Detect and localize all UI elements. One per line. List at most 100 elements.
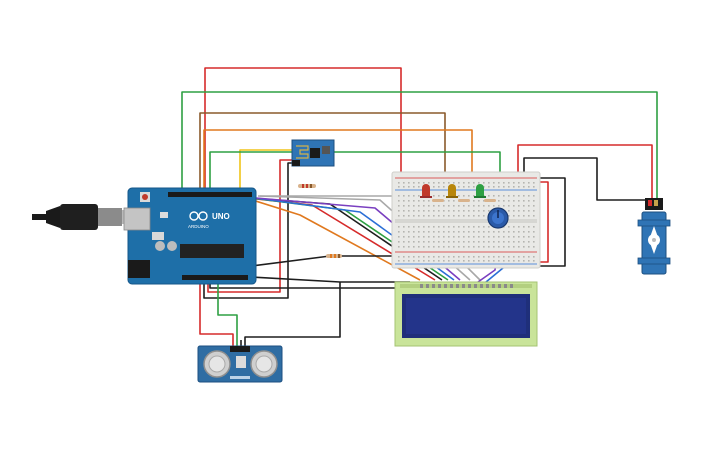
breadboard-hole — [513, 210, 515, 212]
breadboard-hole — [528, 231, 530, 233]
breadboard-hole — [493, 256, 495, 258]
led-resistor-2 — [458, 199, 470, 202]
breadboard-hole — [488, 256, 490, 258]
breadboard-hole — [493, 231, 495, 233]
breadboard-hole — [513, 236, 515, 238]
breadboard-hole — [533, 210, 535, 212]
breadboard-hole — [468, 186, 470, 188]
breadboard-hole — [523, 226, 525, 228]
breadboard-hole — [453, 182, 455, 184]
breadboard-hole — [533, 200, 535, 202]
breadboard-hole — [478, 260, 480, 262]
breadboard-hole — [463, 195, 465, 197]
breadboard-hole — [423, 241, 425, 243]
breadboard-hole — [493, 236, 495, 238]
breadboard-hole — [413, 231, 415, 233]
breadboard-hole — [463, 231, 465, 233]
breadboard-hole — [473, 246, 475, 248]
breadboard-hole — [523, 200, 525, 202]
breadboard-hole — [418, 215, 420, 217]
breadboard-hole — [473, 241, 475, 243]
lcd-pin — [492, 284, 495, 288]
breadboard-hole — [398, 186, 400, 188]
breadboard-hole — [443, 210, 445, 212]
breadboard-hole — [433, 205, 435, 207]
breadboard-hole — [403, 215, 405, 217]
breadboard-hole — [518, 200, 520, 202]
breadboard-hole — [458, 195, 460, 197]
breadboard-hole — [458, 210, 460, 212]
breadboard-hole — [523, 195, 525, 197]
breadboard-hole — [403, 226, 405, 228]
breadboard-hole — [403, 182, 405, 184]
breadboard-hole — [428, 215, 430, 217]
breadboard-hole — [458, 231, 460, 233]
breadboard-hole — [408, 195, 410, 197]
breadboard-hole — [413, 215, 415, 217]
breadboard-hole — [488, 195, 490, 197]
breadboard-hole — [433, 210, 435, 212]
breadboard-hole — [508, 200, 510, 202]
arduino-brand-label: ARDUINO — [188, 224, 209, 229]
breadboard-hole — [453, 210, 455, 212]
breadboard-hole — [408, 231, 410, 233]
breadboard-hole — [403, 241, 405, 243]
resistor-lcd — [326, 254, 342, 258]
breadboard-hole — [423, 236, 425, 238]
breadboard-hole — [413, 226, 415, 228]
breadboard-hole — [403, 186, 405, 188]
breadboard-hole — [423, 200, 425, 202]
breadboard-hole — [438, 231, 440, 233]
lcd-pin — [462, 284, 465, 288]
breadboard-hole — [463, 186, 465, 188]
breadboard-hole — [523, 246, 525, 248]
breadboard-hole — [453, 205, 455, 207]
breadboard-hole — [473, 182, 475, 184]
breadboard-hole — [398, 195, 400, 197]
breadboard-hole — [458, 246, 460, 248]
breadboard-hole — [438, 260, 440, 262]
breadboard-hole — [448, 205, 450, 207]
breadboard-hole — [513, 226, 515, 228]
breadboard-hole — [398, 210, 400, 212]
breadboard-hole — [398, 236, 400, 238]
breadboard-hole — [448, 260, 450, 262]
breadboard-hole — [423, 205, 425, 207]
breadboard-hole — [408, 246, 410, 248]
breadboard-hole — [418, 200, 420, 202]
breadboard-hole — [523, 260, 525, 262]
breadboard-hole — [458, 205, 460, 207]
breadboard-hole — [428, 210, 430, 212]
breadboard-hole — [513, 195, 515, 197]
breadboard-hole — [438, 236, 440, 238]
breadboard-hole — [473, 260, 475, 262]
breadboard-hole — [488, 231, 490, 233]
breadboard-hole — [428, 246, 430, 248]
breadboard-hole — [413, 186, 415, 188]
breadboard-hole — [403, 210, 405, 212]
breadboard-hole — [533, 182, 535, 184]
breadboard-hole — [528, 200, 530, 202]
breadboard-hole — [458, 182, 460, 184]
breadboard-hole — [453, 260, 455, 262]
lcd-pin — [432, 284, 435, 288]
lcd-pin — [420, 284, 423, 288]
breadboard-hole — [523, 182, 525, 184]
breadboard-hole — [523, 241, 525, 243]
breadboard-hole — [508, 236, 510, 238]
breadboard-hole — [433, 231, 435, 233]
breadboard-hole — [488, 182, 490, 184]
breadboard-hole — [463, 241, 465, 243]
breadboard-hole — [468, 215, 470, 217]
breadboard-hole — [488, 186, 490, 188]
breadboard-hole — [473, 256, 475, 258]
breadboard-hole — [533, 205, 535, 207]
breadboard-hole — [483, 200, 485, 202]
breadboard-hole — [443, 182, 445, 184]
breadboard-hole — [523, 215, 525, 217]
potentiometer-icon — [487, 207, 509, 229]
breadboard-hole — [478, 246, 480, 248]
breadboard-hole — [528, 210, 530, 212]
breadboard-hole — [433, 246, 435, 248]
